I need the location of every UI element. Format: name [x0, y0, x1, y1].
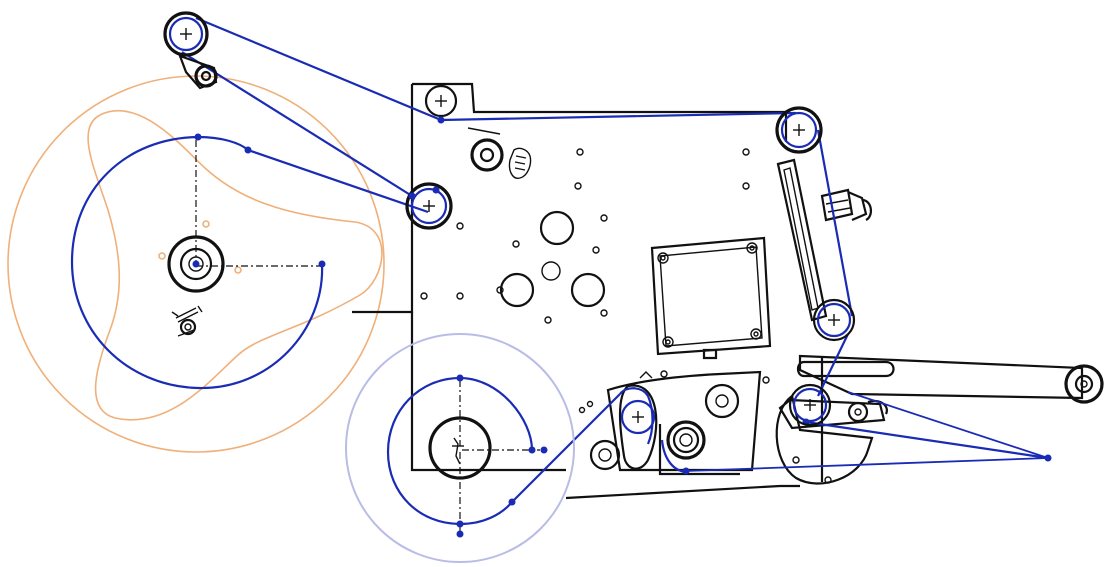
idler-roller [589, 439, 621, 471]
supply-reel-tri-lobe [87, 109, 383, 421]
pressure-roller [704, 383, 740, 419]
rewind-reel [345, 333, 575, 563]
web-segment [195, 16, 442, 122]
web-segment [816, 129, 854, 317]
web-segment [805, 420, 1049, 460]
motor-connector [702, 348, 718, 360]
web-segment [247, 148, 429, 214]
web-segment [440, 111, 797, 122]
web-segment [685, 457, 1049, 472]
web-segment [511, 393, 621, 503]
hole [499, 272, 535, 308]
web-segment [847, 391, 1049, 459]
path-node [194, 133, 202, 141]
tension-roller [467, 127, 532, 179]
stepper-motor [650, 236, 772, 360]
web-path [181, 16, 1052, 506]
machine-frame [352, 82, 832, 500]
guide-roller-frame-top [424, 84, 458, 118]
web-segment [181, 51, 413, 197]
frame-left-edge [352, 84, 414, 314]
motor-body [650, 236, 772, 356]
drive-roller [666, 420, 706, 460]
nip-roller [620, 399, 656, 435]
frame-bottom-edge [565, 484, 800, 500]
dancer-slot [776, 158, 828, 322]
roller-mid-left [405, 182, 453, 230]
peel-roller [788, 383, 832, 427]
arm-slot [796, 360, 895, 378]
arm-body [798, 354, 1084, 400]
roller-top-right [775, 106, 823, 154]
dancer-roller [812, 298, 856, 342]
nip-lobe [618, 384, 658, 470]
lower-drive-assembly [589, 370, 762, 476]
center-hole-pattern [499, 210, 606, 308]
frame-top-edge [412, 82, 566, 114]
roller-top-left [163, 11, 218, 90]
frame-left-lower [410, 312, 566, 472]
adjustment-knob [820, 188, 872, 222]
hole [570, 272, 606, 308]
web-segment [817, 333, 849, 397]
rewind-reel-outer-circle [345, 333, 575, 563]
supply-reel-pin [202, 220, 210, 228]
arm-end-roller [1064, 364, 1104, 404]
peel-plate-arm [796, 354, 1104, 404]
web-segment [619, 387, 654, 445]
drive-plate [606, 370, 762, 472]
brake-knob [171, 305, 203, 337]
supply-reel-pin [158, 252, 166, 260]
small-roller [847, 401, 869, 423]
supply-reel-pin [234, 266, 242, 274]
lower-right-cover [775, 394, 888, 485]
hole [539, 210, 575, 246]
path-node [192, 260, 200, 268]
hole [541, 261, 561, 281]
path-node [318, 260, 326, 268]
